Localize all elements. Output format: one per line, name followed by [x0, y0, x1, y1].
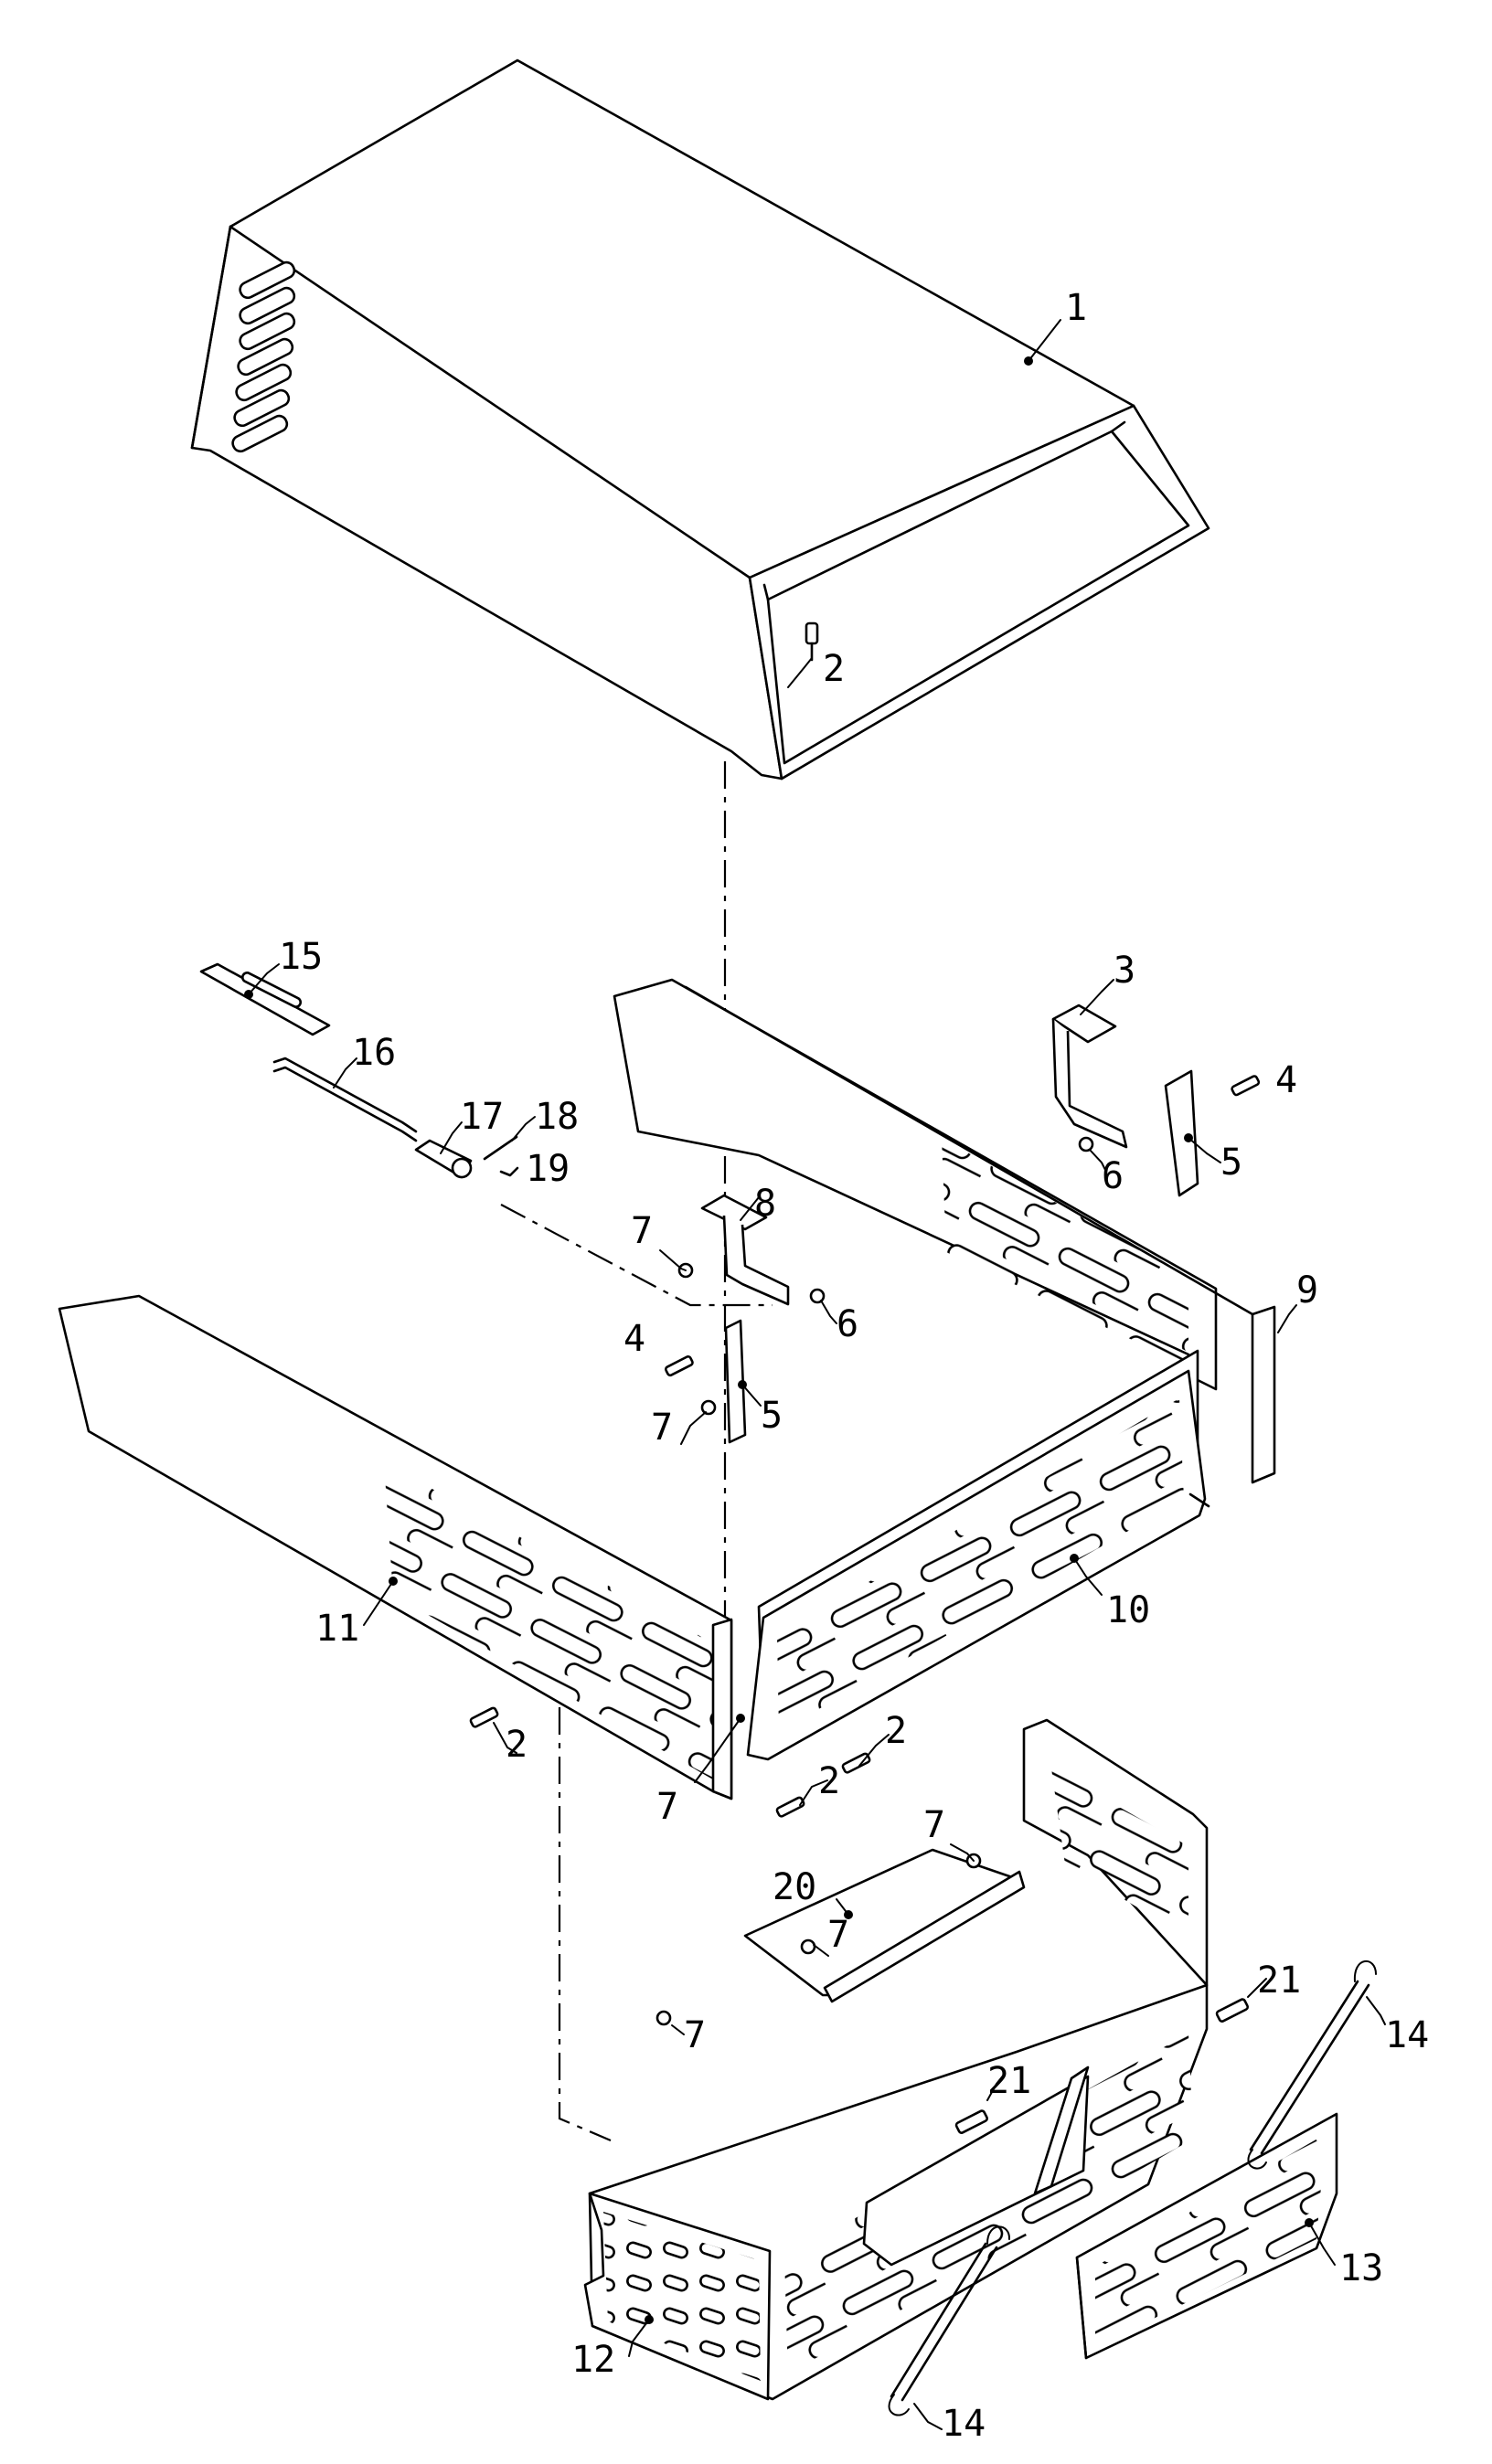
callout-number: 12: [571, 2339, 615, 2381]
callout-5-right: 5: [1184, 1133, 1242, 1184]
callout-5-center: 5: [738, 1380, 783, 1437]
callout-2-hood: 2: [787, 648, 845, 690]
part-5-strap-center: [724, 1319, 747, 1444]
callout-7-side-panel: 7: [656, 1714, 745, 1828]
callouts: 1 2 2 2 2 3 4 4 5: [244, 287, 1429, 2445]
callout-6-right: 6: [1089, 1149, 1124, 1197]
callout-number: 5: [761, 1395, 783, 1437]
part-14-spring-right: [1247, 1960, 1377, 2170]
part-5-strap-right: [1164, 1069, 1199, 1197]
callout-17: 17: [440, 1096, 504, 1154]
callout-2-front-right: 2: [858, 1710, 907, 1767]
callout-2-side-panel: 2: [493, 1722, 528, 1766]
callout-number: 11: [315, 1608, 359, 1650]
callout-7-plate: 7: [813, 1914, 849, 1957]
callout-number: 2: [818, 1760, 840, 1802]
callout-number: 1: [1065, 287, 1087, 329]
assembly-center-lines: [500, 761, 773, 2142]
callout-number: 9: [1296, 1269, 1318, 1312]
callout-number: 7: [684, 2014, 706, 2056]
callout-13: 13: [1305, 2218, 1383, 2289]
callout-16: 16: [333, 1032, 396, 1089]
callout-7-base: 7: [671, 2014, 706, 2056]
callout-number: 7: [651, 1407, 673, 1449]
callout-number: 10: [1106, 1589, 1150, 1631]
callout-number: 5: [1220, 1142, 1242, 1184]
callout-number: 4: [1275, 1059, 1297, 1101]
callout-number: 7: [827, 1914, 849, 1956]
part-10-front-panel: [746, 1349, 1210, 1761]
callout-4-center: 4: [623, 1318, 645, 1360]
callout-19: 19: [526, 1148, 570, 1190]
callout-20: 20: [773, 1866, 853, 1919]
callout-21-right: 21: [1247, 1960, 1301, 2002]
part-8-bracket: [700, 1194, 790, 1306]
callout-number: 3: [1114, 950, 1135, 992]
callout-number: 20: [773, 1866, 816, 1908]
callout-number: 2: [506, 1724, 528, 1766]
callout-number: 13: [1339, 2247, 1383, 2289]
callout-14-right: 14: [1366, 1996, 1429, 2056]
hood-vent-slots: [231, 260, 296, 453]
callout-2-front-bottom: 2: [799, 1760, 840, 1806]
callout-number: 6: [1102, 1155, 1124, 1197]
callout-number: 6: [837, 1303, 858, 1345]
part-9-rear-panel: [613, 978, 1276, 1484]
callout-number: 21: [987, 2060, 1031, 2102]
callout-number: 16: [352, 1032, 396, 1074]
part-14-spring-bottom: [888, 2225, 1011, 2416]
callout-number: 8: [754, 1183, 776, 1225]
callout-number: 15: [279, 936, 323, 978]
part-17-18-19-fittings: [414, 1135, 519, 1179]
hood-screw: [805, 621, 819, 662]
callout-number: 18: [535, 1096, 579, 1138]
callout-7-bracket-8: 7: [631, 1210, 687, 1271]
callout-7-plate-top: 7: [923, 1804, 975, 1862]
callout-1: 1: [1024, 287, 1087, 366]
callout-12: 12: [571, 2315, 654, 2381]
callout-18: 18: [511, 1096, 579, 1142]
callout-8: 8: [740, 1183, 776, 1225]
part-3-bracket: [1051, 1004, 1128, 1149]
part-11-side-panel: [58, 1294, 733, 1800]
callout-number: 2: [885, 1710, 907, 1752]
callout-9: 9: [1277, 1269, 1318, 1333]
callout-21-plate: 21: [986, 2060, 1031, 2102]
callout-number: 19: [526, 1148, 570, 1190]
callout-number: 4: [623, 1318, 645, 1360]
part-1-hood-cover: [190, 58, 1210, 781]
callout-4-right: 4: [1275, 1059, 1297, 1101]
callout-number: 7: [656, 1786, 678, 1828]
callout-3: 3: [1080, 950, 1135, 1015]
callout-number: 7: [923, 1804, 945, 1846]
part-16-rod: [272, 1057, 418, 1142]
part-20-plate: [743, 1848, 1026, 2003]
callout-number: 7: [631, 1210, 653, 1252]
callout-number: 2: [823, 648, 845, 690]
callout-number: 17: [460, 1096, 504, 1138]
callout-14-bottom: 14: [913, 2403, 986, 2445]
callout-7-strap: 7: [651, 1407, 707, 1449]
callout-number: 21: [1257, 1960, 1301, 2002]
callout-11: 11: [315, 1577, 398, 1650]
callout-6-center: 6: [820, 1300, 858, 1345]
part-13-slotted-panel: [1075, 2112, 1338, 2360]
callout-number: 14: [1385, 2014, 1429, 2056]
callout-number: 14: [942, 2403, 986, 2445]
callout-15: 15: [244, 936, 323, 999]
part-12-base-frame: [583, 1718, 1209, 2401]
part-15-bracket: [199, 962, 331, 1036]
fasteners: [469, 1075, 1261, 2134]
callout-10: 10: [1070, 1554, 1150, 1631]
